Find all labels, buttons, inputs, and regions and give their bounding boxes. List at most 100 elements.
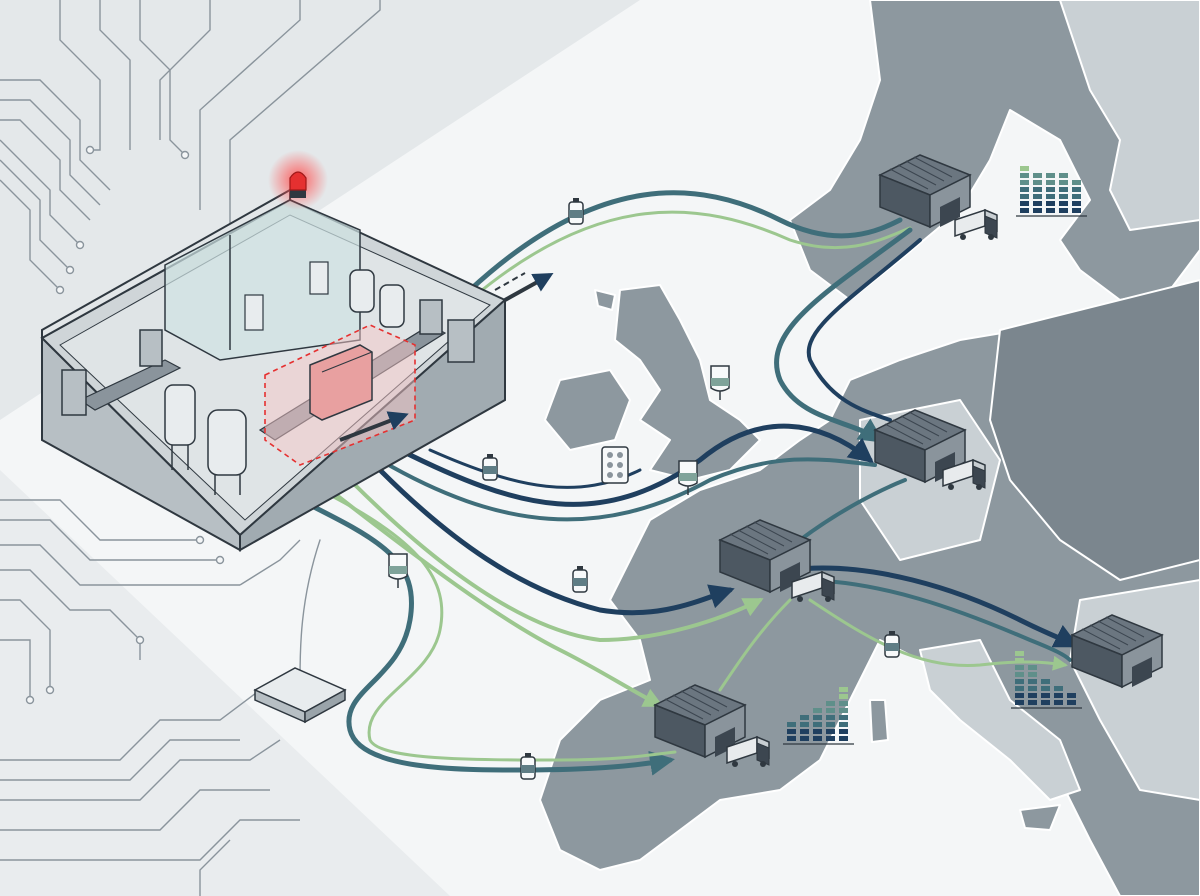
circuit-trace bbox=[0, 569, 141, 641]
inventory-bar-segment bbox=[839, 722, 848, 727]
process-tank bbox=[207, 409, 247, 495]
inventory-chart bbox=[783, 687, 854, 745]
vial-icon bbox=[568, 197, 584, 225]
inspection-machine bbox=[309, 344, 373, 421]
circuit-trace bbox=[0, 499, 200, 541]
circuit-node bbox=[85, 145, 95, 155]
process-tank bbox=[164, 384, 196, 470]
inventory-bar-segment bbox=[813, 736, 822, 741]
inventory-bar-segment bbox=[1033, 180, 1042, 185]
iceland-like-islet bbox=[594, 289, 616, 311]
inventory-bar-segment bbox=[1059, 173, 1068, 178]
circuit-node bbox=[45, 685, 55, 695]
circuit-trace bbox=[0, 819, 300, 861]
inventory-bar-segment bbox=[1033, 208, 1042, 213]
circuit-trace bbox=[59, 0, 101, 151]
inventory-bar-segment bbox=[1033, 187, 1042, 192]
inventory-bar-segment bbox=[813, 708, 822, 713]
iv-bag-icon bbox=[388, 553, 408, 589]
inventory-bar-segment bbox=[839, 701, 848, 706]
circuit-trace bbox=[229, 0, 381, 230]
inventory-bar-segment bbox=[1033, 173, 1042, 178]
inventory-bar-segment bbox=[1041, 700, 1050, 705]
inventory-bar-segment bbox=[1054, 686, 1063, 691]
inventory-bar-segment bbox=[1046, 194, 1055, 199]
flow-nordic-to-central bbox=[774, 227, 913, 443]
inventory-chart bbox=[1016, 166, 1087, 217]
inventory-bar-segment bbox=[1059, 187, 1068, 192]
inventory-bar-segment bbox=[839, 736, 848, 741]
inventory-bar-segment bbox=[800, 736, 809, 741]
inventory-bar-segment bbox=[839, 715, 848, 720]
circuit-trace bbox=[199, 0, 301, 210]
control-cabinet bbox=[419, 299, 443, 335]
vial-icon bbox=[884, 630, 900, 658]
iv-bag-icon bbox=[710, 365, 730, 401]
circuit-trace bbox=[0, 689, 261, 761]
inventory-bar-segment bbox=[1046, 173, 1055, 178]
flow-to-france bbox=[377, 467, 735, 616]
inventory-bar-segment bbox=[1046, 208, 1055, 213]
vial-icon bbox=[572, 565, 588, 593]
factory-building[interactable] bbox=[40, 150, 507, 552]
circuit-node bbox=[135, 635, 145, 645]
flow-to-iberia bbox=[318, 488, 677, 762]
italy-peninsula bbox=[919, 639, 1081, 801]
circuit-trace bbox=[0, 119, 91, 221]
circuit-trace bbox=[0, 789, 270, 831]
inventory-bar-segment bbox=[1046, 187, 1055, 192]
ireland-landmass bbox=[544, 369, 631, 451]
truck-icon bbox=[954, 209, 998, 241]
flow-to-nordic bbox=[468, 210, 912, 302]
inventory-bar-segment bbox=[1020, 194, 1029, 199]
circuit-trace bbox=[0, 739, 240, 781]
inventory-bar-segment bbox=[813, 729, 822, 734]
inventory-bar-segment bbox=[826, 701, 835, 706]
inventory-bar-segment bbox=[826, 715, 835, 720]
inventory-bar-segment bbox=[787, 729, 796, 734]
inventory-bar-segment bbox=[826, 722, 835, 727]
inventory-bar-segment bbox=[800, 715, 809, 720]
inventory-bar-segment bbox=[826, 729, 835, 734]
inventory-bar-segment bbox=[1020, 166, 1029, 171]
inventory-bar-segment bbox=[1020, 180, 1029, 185]
inventory-bar-segment bbox=[800, 722, 809, 727]
circuit-node bbox=[195, 535, 205, 545]
circuit-trace bbox=[239, 539, 301, 586]
circuit-trace bbox=[0, 639, 31, 700]
vial-icon bbox=[520, 752, 536, 780]
inventory-bar-segment bbox=[1015, 693, 1024, 698]
circuit-trace bbox=[0, 739, 281, 801]
inventory-bar-segment bbox=[1028, 700, 1037, 705]
control-cabinet bbox=[139, 329, 163, 367]
inventory-bar-segment bbox=[1020, 208, 1029, 213]
circuit-trace bbox=[0, 139, 81, 246]
inventory-bar-segment bbox=[1015, 672, 1024, 677]
inventory-bar-segment bbox=[1072, 194, 1081, 199]
circuit-node bbox=[75, 240, 85, 250]
circuit-chip-icon bbox=[253, 667, 347, 724]
inventory-bar-segment bbox=[1015, 665, 1024, 670]
inventory-bar-segment bbox=[1072, 180, 1081, 185]
control-cabinet bbox=[447, 319, 475, 363]
cleanroom-door bbox=[244, 294, 264, 331]
circuit-node bbox=[25, 695, 35, 705]
inventory-bar-segment bbox=[826, 736, 835, 741]
supply-flows bbox=[297, 190, 1080, 776]
circuit-trace bbox=[0, 519, 220, 561]
inventory-bar-segment bbox=[1020, 187, 1029, 192]
inventory-bar-segment bbox=[1067, 700, 1076, 705]
inventory-bar-segment bbox=[1028, 686, 1037, 691]
flow-to-france-green bbox=[348, 478, 764, 643]
blister-pack-icon bbox=[601, 446, 629, 484]
circuit-trace bbox=[99, 0, 131, 150]
circuit-trace bbox=[0, 99, 101, 206]
inventory-chart bbox=[1011, 651, 1082, 709]
circuit-node bbox=[65, 265, 75, 275]
inventory-bar-segment bbox=[1059, 180, 1068, 185]
inventory-bar-segment bbox=[1015, 700, 1024, 705]
inventory-bar-segment bbox=[1054, 700, 1063, 705]
flow-france-to-central bbox=[798, 478, 907, 542]
flow-to-iberia bbox=[328, 488, 664, 707]
